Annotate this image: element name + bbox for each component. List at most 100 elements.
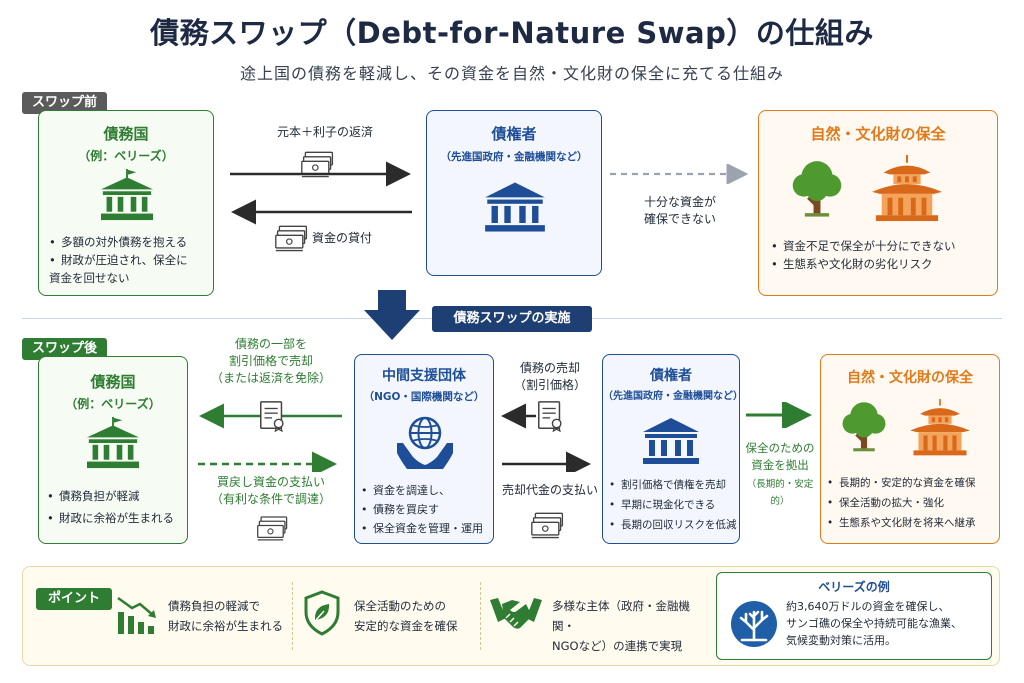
bullet-text: 債務を買戻す — [373, 503, 439, 516]
after-nature-box: 自然・文化財の保全 長期的・安定的な資金を確保 保全活動の拡大・強化 生態系や文… — [820, 354, 1000, 544]
after-creditor-bullets: 割引価格で債権を売却 早期に現金化できる 長期の回収リスクを低減 — [609, 475, 741, 535]
big-down-arrow — [364, 290, 420, 340]
before-creditor-box: 債権者 （先進国政府・金融機関など） — [426, 110, 602, 276]
bullet-item: 長期的・安定的な資金を確保 — [827, 473, 1001, 493]
before-dashed-arrow — [610, 164, 749, 184]
label-line: 買戻し資金の支払い — [216, 475, 325, 489]
swap-banner: 債務スワップの実施 — [432, 306, 592, 332]
before-nature-bullets: 資金不足で保全が十分にできない 生態系や文化財の劣化リスク — [771, 237, 997, 273]
label-line: 確保できない — [643, 212, 716, 226]
label-loan: 資金の貸付 — [312, 231, 373, 245]
after-middle-arrows — [501, 403, 591, 472]
belize-line: サンゴ礁の保全や持続可能な漁業、 — [786, 617, 962, 630]
bullet-item: 生態系や文化財を将来へ継承 — [827, 513, 1001, 533]
bullet-item: 資金不足で保全が十分にできない — [771, 237, 997, 255]
intermediary-box: 中間支援団体 （NGO・国際機関など） 資金を調達し、 債務を買戻す 保全資金を… — [354, 354, 494, 544]
label-line: （長期的・安定的） — [746, 479, 814, 507]
tree-icon — [841, 397, 887, 455]
before-debtor-bullets: 多額の対外債務を抱える 財政が圧迫され、保全に 資金を回せない — [49, 233, 211, 287]
before-arrows — [230, 161, 412, 225]
temple-icon — [905, 399, 975, 457]
bullet-item: 長期の回収リスクを低減 — [609, 515, 741, 535]
after-right-arrow — [746, 402, 812, 428]
point-line: 財政に余裕が生まれる — [168, 619, 283, 633]
label-insufficient: 十分な資金が 確保できない — [620, 194, 740, 228]
point-item-1: 債務負担の軽減で 財政に余裕が生まれる — [168, 596, 298, 636]
label-debt-sale: 債務の売却 （割引価格） — [502, 360, 598, 394]
point-line: 多様な主体（政府・金融機関・ — [552, 599, 690, 633]
before-nature-box: 自然・文化財の保全 資金不足で保全が十分にできない 生態系や文化財の劣化リスク — [758, 110, 998, 296]
before-nature-title: 自然・文化財の保全 — [810, 125, 946, 143]
before-creditor-title: 債権者 — [491, 125, 537, 143]
after-nature-title: 自然・文化財の保全 — [847, 370, 973, 386]
bullet-item: 資金を調達し、 — [361, 481, 495, 500]
belize-text: 約3,640万ドルの資金を確保し、 サンゴ礁の保全や持続可能な漁業、 気候変動対… — [786, 598, 986, 649]
temple-icon — [865, 155, 949, 223]
after-tag: スワップ後 — [22, 338, 108, 360]
coral-icon — [731, 601, 777, 647]
before-debtor-title: 債務国 — [103, 125, 149, 143]
after-creditor-sub: （先進国政府・金融機関など） — [603, 391, 743, 402]
label-line: 割引価格で売却 — [228, 354, 313, 368]
bullet-item: 財政に余裕が生まれる — [47, 507, 187, 529]
page-title: 債務スワップ（Debt-for-Nature Swap）の仕組み — [150, 16, 874, 50]
bullet-text: 資金を回せない — [49, 271, 130, 285]
point-separator — [292, 582, 293, 650]
label-sale-payment: 売却代金の支払い — [501, 483, 598, 497]
bullet-item: 早期に現金化できる — [609, 495, 741, 515]
points-tag: ポイント — [36, 588, 113, 610]
bullet-item: 保全資金を管理・運用 — [361, 519, 495, 538]
point-line: 債務負担の軽減で — [168, 599, 260, 613]
point-item-3: 多様な主体（政府・金融機関・ NGOなど）の連携で実現 — [552, 596, 712, 656]
page-subtitle: 途上国の債務を軽減し、その資金を自然・文化財の保全に充てる仕組み — [239, 64, 784, 83]
shield-leaf-icon — [304, 590, 340, 636]
point-line: 安定的な資金を確保 — [354, 619, 458, 633]
label-line: 債務の売却 — [519, 361, 580, 375]
label-line: 十分な資金が — [643, 195, 716, 209]
cash-stack-icon — [274, 222, 310, 254]
belize-title: ベリーズの例 — [818, 580, 890, 594]
after-creditor-title: 債権者 — [650, 368, 692, 384]
bullet-item: 財政が圧迫され、保全に — [49, 251, 211, 269]
bank-icon — [641, 415, 701, 467]
after-debtor-box: 債務国 （例：ベリーズ） 債務負担が軽減 財政に余裕が生まれる — [38, 356, 188, 544]
bullet-item: 債務負担が軽減 — [47, 485, 187, 507]
point-item-2: 保全活動のための 安定的な資金を確保 — [354, 596, 484, 636]
label-repayment: 元本＋利子の返済 — [276, 125, 373, 139]
belize-line: 約3,640万ドルの資金を確保し、 — [786, 600, 950, 613]
label-line: 保全のための — [745, 441, 815, 455]
label-line: 債務の一部を — [234, 337, 307, 351]
government-building-icon — [85, 417, 141, 469]
label-line: （割引価格） — [513, 378, 586, 392]
cash-stack-icon — [530, 510, 566, 540]
bullet-item: 多額の対外債務を抱える — [49, 233, 211, 251]
bullet-item: 生態系や文化財の劣化リスク — [771, 255, 997, 273]
point-separator — [480, 582, 481, 650]
handshake-icon — [490, 598, 542, 629]
point-line: NGOなど）の連携で実現 — [552, 639, 683, 653]
after-creditor-box: 債権者 （先進国政府・金融機関など） 割引価格で債権を売却 早期に現金化できる … — [602, 354, 743, 544]
after-debtor-sub: （例：ベリーズ） — [65, 397, 161, 411]
after-debtor-title: 債務国 — [90, 373, 136, 391]
point-line: 保全活動のための — [354, 599, 446, 613]
label-sell-debt: 債務の一部を 割引価格で売却 （または返済を免除） — [196, 336, 346, 387]
belize-line: 気候変動対策に活用。 — [786, 634, 896, 647]
bullet-item: 債務を買戻す — [361, 500, 495, 519]
certificate-icon — [258, 400, 288, 432]
label-fund: 保全のための 資金を拠出 （長期的・安定的） — [740, 440, 820, 510]
intermediary-title: 中間支援団体 — [382, 368, 466, 384]
tree-icon — [791, 155, 843, 221]
label-line: 資金を拠出 — [751, 458, 809, 472]
government-building-icon — [99, 169, 155, 221]
cash-stack-icon — [256, 514, 290, 542]
label-line: （または返済を免除） — [210, 371, 331, 385]
before-creditor-sub: （先進国政府・金融機関など） — [440, 151, 588, 163]
label-line: （有利な条件で調達） — [210, 492, 331, 506]
intermediary-bullets: 資金を調達し、 債務を買戻す 保全資金を管理・運用 — [361, 481, 495, 538]
certificate-icon — [536, 400, 566, 432]
bar-chart-down-icon — [117, 596, 156, 634]
before-debtor-sub: （例：ベリーズ） — [78, 149, 174, 163]
bullet-item: 保全活動の拡大・強化 — [827, 493, 1001, 513]
intermediary-sub: （NGO・国際機関など） — [363, 391, 485, 403]
after-nature-bullets: 長期的・安定的な資金を確保 保全活動の拡大・強化 生態系や文化財を将来へ継承 — [827, 473, 1001, 533]
